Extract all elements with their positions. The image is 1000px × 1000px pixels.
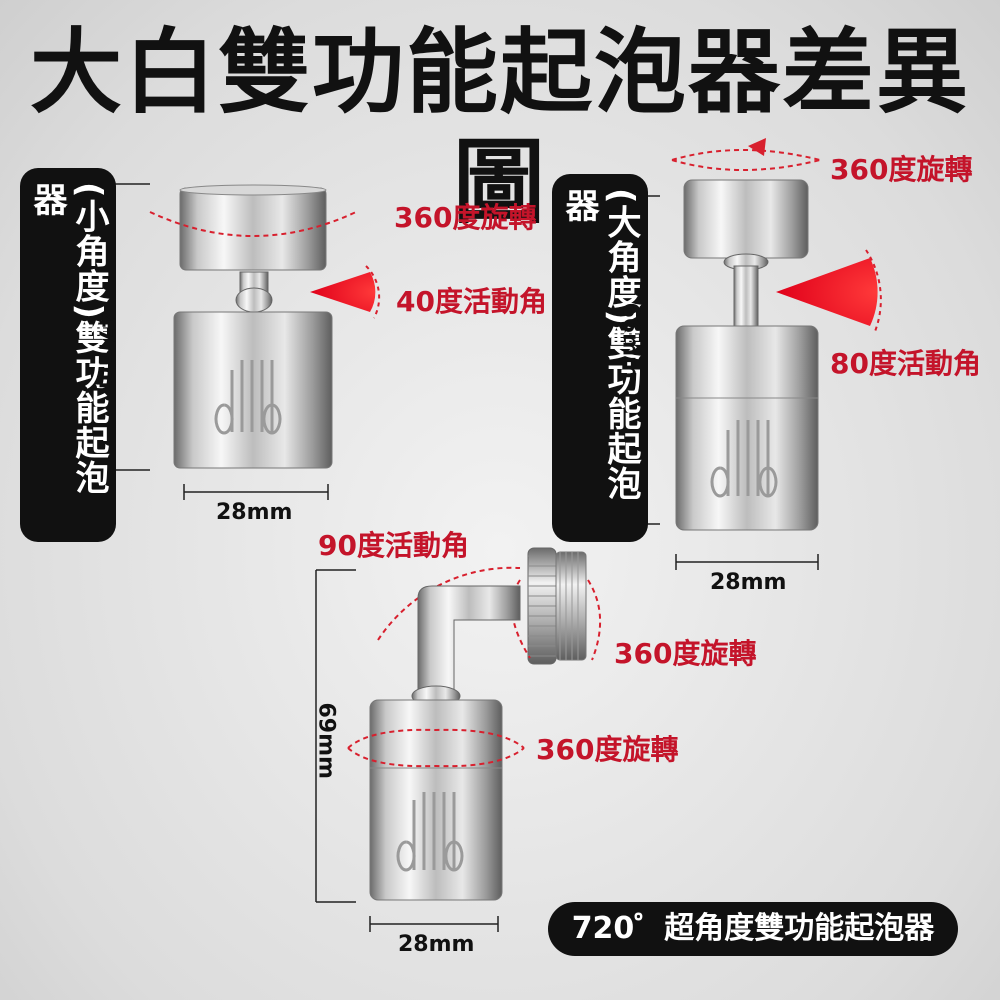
720-body-rotation-label: 360度旋轉	[536, 733, 679, 766]
720-product-badge: 720゜超角度雙功能起泡器	[548, 902, 958, 956]
brand-logo	[710, 420, 778, 498]
720-width-dim: 28mm	[398, 932, 475, 957]
brand-logo	[214, 360, 282, 435]
small-angle-rotation-label: 360度旋轉	[394, 201, 537, 234]
720-top-rotation-label: 360度旋轉	[614, 637, 757, 670]
small-angle-height-dim: 47mm	[93, 312, 119, 389]
720-angle-label: 90度活動角	[318, 529, 469, 562]
large-angle-side-label: (大角度)雙功能起泡器	[552, 174, 648, 542]
large-angle-rotation-label: 360度旋轉	[830, 153, 973, 186]
720-height-dim: 69mm	[313, 702, 339, 779]
page-title: 大白雙功能起泡器差異圖	[29, 19, 970, 236]
small-angle-angle-label: 40度活動角	[396, 285, 547, 318]
large-angle-angle-label: 80度活動角	[830, 347, 981, 380]
large-angle-width-dim: 28mm	[710, 570, 787, 595]
720-degree-aerator	[315, 547, 601, 932]
large-angle-aerator	[619, 138, 882, 570]
small-angle-aerator	[111, 183, 381, 500]
large-angle-height-dim: 66mm	[617, 302, 643, 379]
brand-logo	[396, 792, 464, 872]
small-angle-width-dim: 28mm	[216, 500, 293, 525]
small-angle-side-label: (小角度)雙功能起泡器	[20, 168, 116, 542]
